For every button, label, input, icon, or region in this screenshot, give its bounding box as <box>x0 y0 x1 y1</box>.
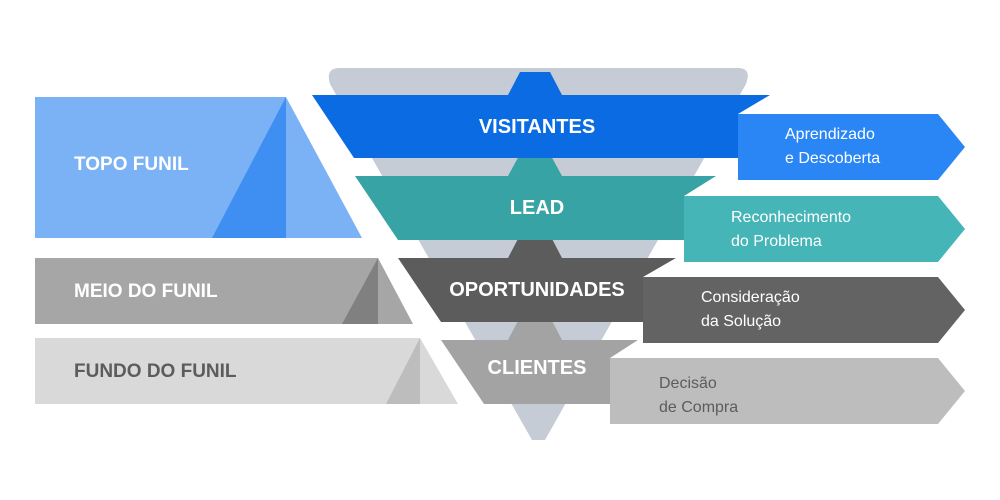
phase-decisao-line2: de Compra <box>659 399 738 416</box>
phase-aprendizado-line1: Aprendizado <box>785 126 875 143</box>
funnel-notch-oportunidades <box>508 235 562 258</box>
funnel-lead-label: LEAD <box>510 197 564 219</box>
phase-consideracao-line2: da Solução <box>701 313 781 330</box>
phase-decisao-line1: Decisão <box>659 375 717 392</box>
phase-reconhecimento-line2: do Problema <box>731 233 822 250</box>
funnel-clientes-label: CLIENTES <box>488 357 587 379</box>
funnel-visitantes-label: VISITANTES <box>479 116 595 138</box>
phase-arrow-decisao <box>610 358 965 424</box>
phase-reconhecimento-line1: Reconhecimento <box>731 209 851 226</box>
phase-arrow-consideracao <box>643 277 965 343</box>
stage-meio-accent <box>342 258 378 324</box>
funnel-notch-visitantes <box>508 72 562 95</box>
stage-meio-block <box>35 258 413 324</box>
funnel-notch-clientes <box>508 317 562 340</box>
funnel-notch-lead <box>508 154 562 176</box>
funnel-oportunidades-label: OPORTUNIDADES <box>449 279 625 301</box>
stage-fundo-accent <box>386 338 420 404</box>
funnel-band-clientes <box>441 340 638 404</box>
phase-arrow-aprendizado <box>738 114 965 180</box>
funnel-band-lead <box>355 176 716 240</box>
stage-topo-accent <box>212 97 286 238</box>
funnel-band-visitantes <box>312 95 770 158</box>
phase-aprendizado-line2: e Descoberta <box>785 150 880 167</box>
stage-fundo-block <box>35 338 458 404</box>
phase-consideracao-line1: Consideração <box>701 289 800 306</box>
stage-meio-label: MEIO DO FUNIL <box>74 281 218 302</box>
funnel-band-oportunidades <box>398 258 676 322</box>
stage-fundo-label: FUNDO DO FUNIL <box>74 361 237 382</box>
phase-arrow-reconhecimento <box>684 196 965 262</box>
stage-topo-label: TOPO FUNIL <box>74 154 189 175</box>
